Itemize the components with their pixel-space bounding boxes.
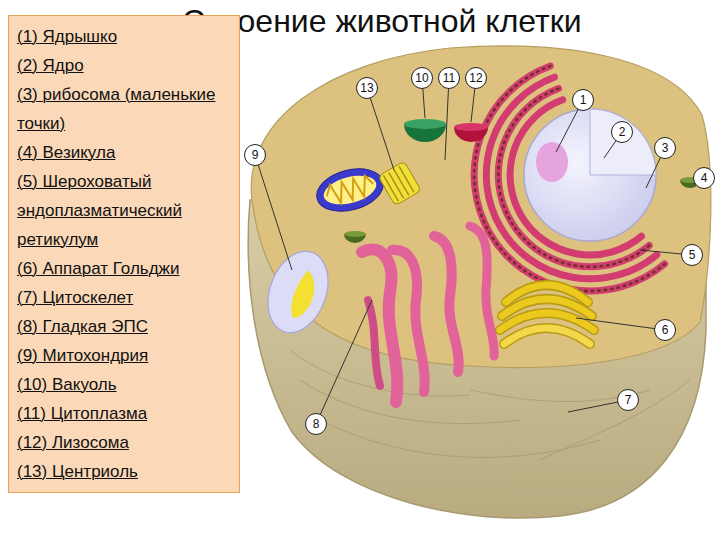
part-name: (10) Вакуоль: [17, 370, 231, 399]
vacuole: [257, 243, 338, 341]
part-name: (9) Митохондрия: [17, 341, 231, 370]
part-name: (5) Шероховатый эндоплазматический ретик…: [17, 167, 231, 254]
callout-number: 6: [662, 324, 669, 336]
golgi: [500, 285, 594, 344]
part-name: (11) Цитоплазма: [17, 399, 231, 428]
callout-circle: 4: [693, 167, 715, 189]
nucleus: [524, 109, 656, 241]
part-name: (6) Аппарат Гольджи: [17, 254, 231, 283]
part-name: (7) Цитоскелет: [17, 283, 231, 312]
callout-number: 8: [313, 418, 320, 430]
callout-circle: 5: [681, 244, 703, 266]
callout-number: 11: [443, 72, 455, 84]
part-name: (13) Центриоль: [17, 457, 231, 486]
nucleus-cut: [590, 109, 656, 175]
rough-er: [474, 66, 664, 291]
vesicles: [344, 119, 700, 243]
callout-number: 10: [415, 72, 428, 84]
callout-circle: 3: [654, 137, 676, 159]
callout-circle: 1: [572, 89, 594, 111]
callout-circle: 9: [244, 144, 266, 166]
callout-number: 2: [619, 126, 626, 138]
cytoplasm: [251, 46, 711, 368]
part-name: (4) Везикула: [17, 138, 231, 167]
part-name: (8) Гладкая ЭПС: [17, 312, 231, 341]
leader-lines: [255, 78, 704, 424]
mitochondrion: [312, 162, 388, 218]
callout-number: 4: [701, 172, 708, 184]
callout-number: 9: [252, 149, 259, 161]
diagram-title: Строение животной клетки: [182, 3, 582, 40]
callout-circle: 6: [654, 319, 676, 341]
legend-panel: (1) Ядрышко(2) Ядро(3) рибосома (маленьк…: [8, 15, 240, 493]
smooth-er: [362, 226, 494, 402]
nucleolus: [536, 142, 568, 182]
part-name: (3) рибосома (маленькие точки): [17, 80, 231, 138]
centriole: [378, 161, 421, 205]
part-name: (12) Лизосома: [17, 428, 231, 457]
callout-number: 1: [580, 94, 587, 106]
callout-circle: 13: [356, 77, 378, 99]
callout-circle: 2: [611, 121, 633, 143]
callout-number: 5: [689, 249, 696, 261]
callout-circle: 11: [438, 67, 460, 89]
callout-number: 12: [469, 72, 482, 84]
callout-circle: 12: [465, 67, 487, 89]
callout-circle: 8: [305, 413, 327, 435]
part-name: (1) Ядрышко: [17, 22, 231, 51]
callout-number: 13: [360, 82, 373, 94]
callout-circle: 10: [411, 67, 433, 89]
callout-number: 3: [662, 142, 669, 154]
callout-circle: 7: [617, 389, 639, 411]
part-name: (2) Ядро: [17, 51, 231, 80]
callout-number: 7: [625, 394, 632, 406]
